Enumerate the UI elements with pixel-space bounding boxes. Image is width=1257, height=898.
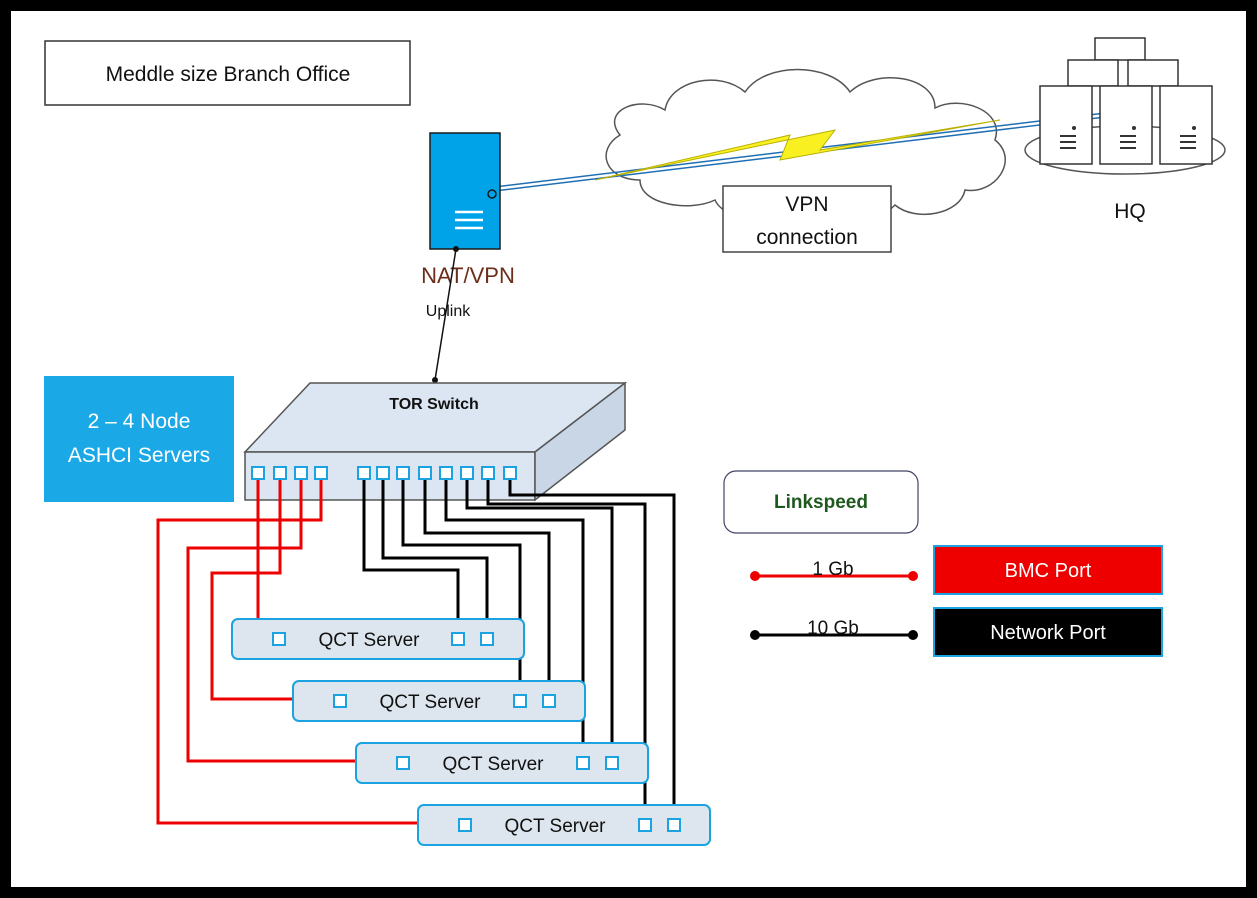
cable — [362, 480, 460, 631]
cable — [210, 480, 334, 701]
legend-bmc-label: BMC Port — [1005, 560, 1092, 582]
legend-bmc-speed: 1 Gb — [812, 559, 853, 580]
switch-port — [314, 466, 328, 480]
qct-server: QCT Server — [292, 680, 586, 722]
server-port — [333, 694, 347, 708]
vpn-connection-box: VPN connection — [722, 185, 892, 253]
server-label: QCT Server — [379, 692, 481, 713]
switch-port — [460, 466, 474, 480]
diagram-title: Meddle size Branch Office — [106, 63, 351, 86]
cable — [423, 480, 551, 693]
hq-server-icon — [1039, 85, 1093, 165]
legend-net-label: Network Port — [990, 622, 1106, 644]
server-port — [576, 756, 590, 770]
hq-server-icon — [1159, 85, 1213, 165]
switch-port — [357, 466, 371, 480]
switch-port — [396, 466, 410, 480]
switch-port — [273, 466, 287, 480]
nat-vpn-label: NAT/VPN — [421, 263, 515, 288]
server-port — [480, 632, 494, 646]
uplink-cable — [434, 248, 457, 381]
switch-port — [503, 466, 517, 480]
server-label: QCT Server — [504, 816, 606, 837]
hq-server-group: HQ — [1024, 37, 1226, 223]
cable — [186, 480, 397, 763]
qct-server: QCT Server — [417, 804, 711, 846]
switch-port — [439, 466, 453, 480]
legend-net-speed: 10 Gb — [807, 618, 859, 639]
qct-server: QCT Server — [231, 618, 525, 660]
title-box: Meddle size Branch Office — [44, 40, 411, 106]
tor-switch-label: TOR Switch — [389, 396, 479, 413]
node-box-line1: 2 – 4 Node — [88, 410, 191, 433]
hq-label: HQ — [1114, 200, 1146, 223]
vpn-tunnel — [469, 109, 1131, 195]
lightning-bolt-icon — [594, 119, 1001, 181]
server-port — [638, 818, 652, 832]
vpn-label-line1: VPN — [785, 193, 828, 216]
server-port — [396, 756, 410, 770]
server-label: QCT Server — [318, 630, 420, 651]
switch-port — [251, 466, 265, 480]
nat-vpn-device: NAT/VPN Uplink — [421, 132, 515, 320]
server-port — [451, 632, 465, 646]
server-port — [605, 756, 619, 770]
server-port — [458, 818, 472, 832]
legend: Linkspeed 1 Gb BMC Port 10 Gb Network Po… — [723, 470, 1163, 657]
tor-switch: TOR Switch — [243, 381, 628, 502]
cable — [465, 480, 614, 755]
switch-port — [481, 466, 495, 480]
cable-group — [156, 480, 676, 825]
legend-title: Linkspeed — [774, 492, 868, 513]
cable — [486, 480, 647, 817]
uplink-label: Uplink — [426, 303, 471, 320]
switch-port — [418, 466, 432, 480]
cable — [444, 480, 585, 755]
switch-port-group — [251, 466, 517, 480]
qct-server: QCT Server — [355, 742, 649, 784]
server-port — [542, 694, 556, 708]
cable — [508, 480, 676, 817]
cable — [156, 480, 459, 825]
cable — [381, 480, 489, 631]
server-port — [272, 632, 286, 646]
server-label: QCT Server — [442, 754, 544, 775]
hq-server-icon — [1099, 85, 1153, 165]
server-port — [667, 818, 681, 832]
server-port — [513, 694, 527, 708]
vpn-label-line2: connection — [756, 226, 858, 249]
node-box-line2: ASHCI Servers — [68, 444, 210, 467]
switch-port — [376, 466, 390, 480]
node-count-box: 2 – 4 Node ASHCI Servers — [44, 376, 234, 502]
switch-port — [294, 466, 308, 480]
